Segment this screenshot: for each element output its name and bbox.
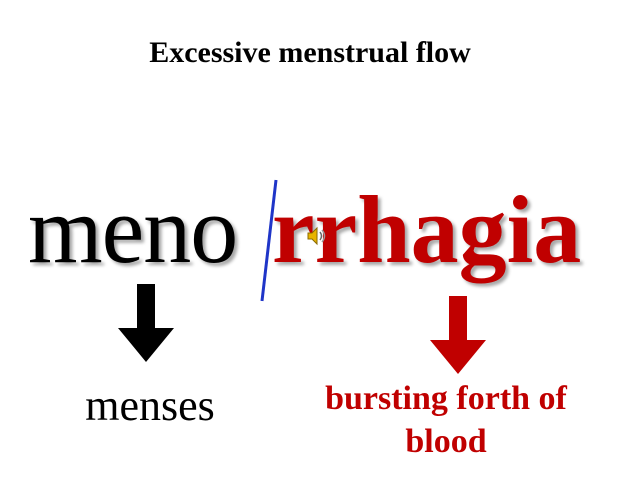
prefix-meaning: menses — [85, 381, 215, 430]
suffix-meaning: bursting forth of blood — [325, 380, 567, 460]
down-arrow-icon — [118, 284, 174, 362]
slide-title: Excessive menstrual flow — [149, 36, 471, 69]
speaker-icon[interactable] — [306, 226, 328, 246]
word-divider — [260, 179, 278, 302]
term-suffix: rrhagia — [272, 176, 582, 283]
down-arrow-icon — [430, 296, 486, 374]
term-prefix: meno — [28, 176, 238, 283]
